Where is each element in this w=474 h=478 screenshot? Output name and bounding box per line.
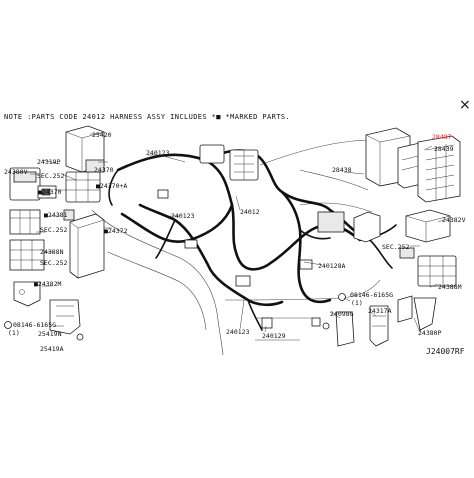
label-25419a: 25419A <box>40 345 64 353</box>
label-sec252-c: SEC.252 <box>40 259 67 267</box>
label-25419n: 25419N <box>38 330 62 338</box>
label-28487: 28487 <box>432 133 452 141</box>
label-24370-upper: 24370 <box>94 166 114 174</box>
label-28439: 28439 <box>434 145 454 153</box>
diagram-id: J24007RF <box>426 347 465 356</box>
label-24098g: 24098G <box>330 310 354 318</box>
label-240128a: 240128A <box>318 262 345 270</box>
label-240123-a: 240123 <box>146 149 170 157</box>
label-24382v: 24382V <box>442 216 466 224</box>
label-24380p: 24380P <box>418 329 442 337</box>
parts-note: NOTE :PARTS CODE 24012 HARNESS ASSY INCL… <box>4 113 291 121</box>
label-bolt-right: 08146-6165G <box>350 291 393 299</box>
part-labels: 25420 24319P 24370 SEC.252 ■24370+A 2438… <box>4 131 466 353</box>
label-bolt-left: 08146-6165G <box>13 321 56 329</box>
label-sec252-b: SEC.252 <box>40 226 67 234</box>
label-24388n: 24388N <box>40 248 64 256</box>
label-24370a: ■24370+A <box>96 182 127 190</box>
center-parts <box>157 144 381 329</box>
label-bolt-right-qty: (1) <box>351 299 363 307</box>
label-24372: ■24372 <box>104 227 128 235</box>
label-240123-c: 240123 <box>226 328 250 336</box>
label-24380v: 24380V <box>4 168 28 176</box>
label-28438: 28438 <box>332 166 352 174</box>
vehicle-body-outline <box>91 139 381 356</box>
label-24382m: ■24382M <box>34 280 61 288</box>
label-24012: 24012 <box>240 208 260 216</box>
close-icon[interactable]: × <box>459 97 471 113</box>
label-24381: ■24381 <box>44 211 68 219</box>
label-240129: 240129 <box>262 332 286 340</box>
label-sec252-a: SEC.252 <box>37 172 64 180</box>
right-parts-cluster <box>311 127 461 347</box>
leader-lines <box>30 133 447 333</box>
label-24319p: 24319P <box>37 158 61 166</box>
label-24388m: 24388M <box>438 283 462 291</box>
label-bolt-left-qty: (1) <box>8 329 20 337</box>
label-240123-b: 240123 <box>171 212 195 220</box>
label-sec252-d: SEC.252 <box>382 243 409 251</box>
label-25420: 25420 <box>92 131 112 139</box>
label-24317a: 24317A <box>368 307 392 315</box>
label-24370-lower: ■24370 <box>38 188 62 196</box>
